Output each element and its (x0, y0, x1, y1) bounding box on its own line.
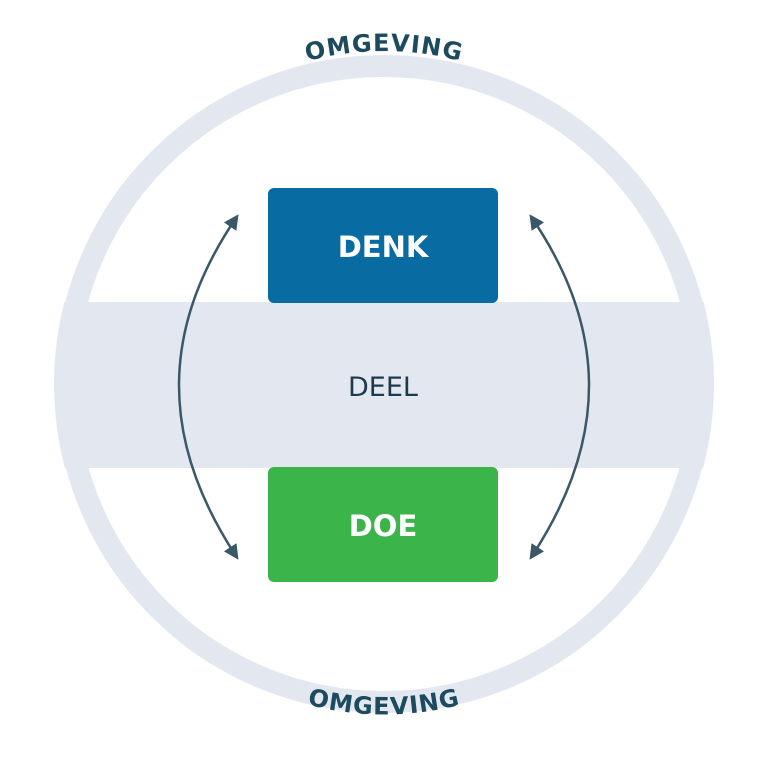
right-cycle-arrow (529, 214, 591, 560)
band-label: DEEL (348, 372, 418, 403)
left-cycle-arrow (177, 214, 239, 560)
ring-bottom-label-path: OMGEVING (306, 683, 462, 720)
think-box-label: DENK (338, 230, 430, 264)
do-box-label: DOE (349, 509, 418, 543)
think-box (268, 188, 498, 303)
do-box (268, 467, 498, 582)
ring-bottom-label: OMGEVING (306, 683, 463, 720)
sharing-band (54, 302, 714, 468)
